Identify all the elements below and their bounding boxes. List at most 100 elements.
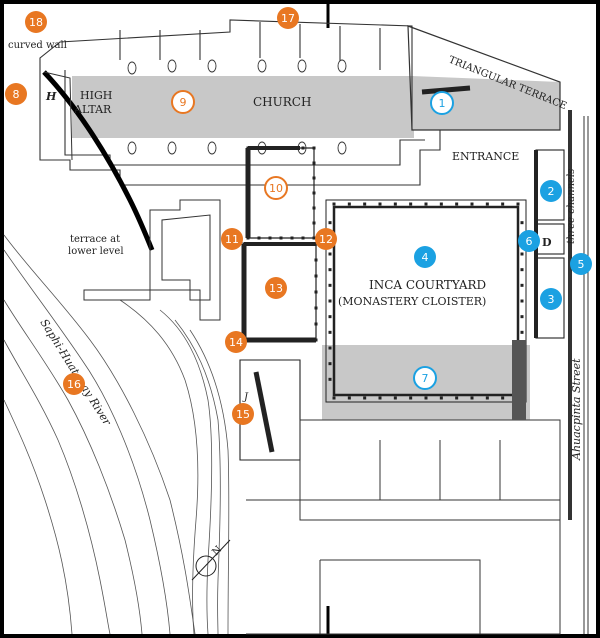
courtyard-column xyxy=(328,315,332,319)
marker-10: 10 xyxy=(264,176,288,200)
courtyard-column xyxy=(314,258,318,262)
courtyard-label: INCA COURTYARD xyxy=(369,278,486,292)
marker-7: 7 xyxy=(413,366,437,390)
apse-outline xyxy=(43,71,73,161)
courtyard-column xyxy=(328,346,332,350)
courtyard-column xyxy=(312,221,316,225)
marker-number: 17 xyxy=(281,12,295,25)
courtyard-column xyxy=(485,396,489,400)
courtyard-column xyxy=(254,338,258,342)
courtyard-column xyxy=(266,338,270,342)
marker-circle xyxy=(518,230,540,252)
courtyard-column xyxy=(246,206,250,210)
cloister-label: (MONASTERY CLOISTER) xyxy=(338,295,486,308)
marker-circle xyxy=(430,91,454,115)
courtyard-column xyxy=(328,299,332,303)
courtyard-column xyxy=(290,242,294,246)
marker-3: 3 xyxy=(540,288,562,310)
courtyard-column xyxy=(290,338,294,342)
marker-8: 8 xyxy=(5,83,27,105)
courtyard-column xyxy=(257,236,261,240)
marker-17: 17 xyxy=(277,7,299,29)
marker-circle xyxy=(315,228,337,250)
high-altar-label-2: ALTAR xyxy=(73,103,112,116)
north-compass xyxy=(191,539,231,581)
courtyard-column xyxy=(302,338,306,342)
marker-circle xyxy=(414,246,436,268)
courtyard-column xyxy=(246,146,250,150)
courtyard-column xyxy=(363,202,367,206)
courtyard-column xyxy=(314,322,318,326)
street-lines xyxy=(568,110,589,634)
courtyard-column xyxy=(485,202,489,206)
marker-number: 5 xyxy=(578,258,585,271)
courtyard-column xyxy=(520,221,524,225)
courtyard-column xyxy=(254,242,258,246)
courtyard-column xyxy=(363,396,367,400)
marker-circle xyxy=(265,277,287,299)
courtyard-column xyxy=(328,221,332,225)
marker-number: 2 xyxy=(548,185,555,198)
marker-circle xyxy=(225,331,247,353)
marker-9: 9 xyxy=(171,90,195,114)
marker-number: 12 xyxy=(319,233,333,246)
marker-circle xyxy=(63,373,85,395)
courtyard-column xyxy=(520,268,524,272)
high-altar-label-1: HIGH xyxy=(80,89,112,102)
courtyard-column xyxy=(501,202,505,206)
terrace-lower-label-2: lower level xyxy=(68,246,124,257)
marker-15: 15 xyxy=(232,403,254,425)
courtyard-column xyxy=(278,338,282,342)
courtyard-column xyxy=(328,377,332,381)
street-label: Ahuacpinta Street xyxy=(570,358,583,461)
marker-number: 1 xyxy=(439,97,446,110)
courtyard-column xyxy=(268,146,272,150)
courtyard-column xyxy=(393,202,397,206)
terrace-lower-label-1: terrace at xyxy=(70,234,120,245)
marker-number: 14 xyxy=(229,336,243,349)
courtyard-column xyxy=(242,306,246,310)
courtyard-column xyxy=(470,396,474,400)
courtyard-column xyxy=(455,396,459,400)
courtyard-column xyxy=(314,338,318,342)
courtyard-column xyxy=(279,236,283,240)
marker-circle xyxy=(540,288,562,310)
courtyard-column xyxy=(312,191,316,195)
marker-number: 13 xyxy=(269,282,283,295)
courtyard-column xyxy=(268,236,272,240)
marker-1: 1 xyxy=(430,91,454,115)
marker-2: 2 xyxy=(540,180,562,202)
marker-11: 11 xyxy=(221,228,243,250)
courtyard-column xyxy=(246,221,250,225)
entrance-label: ENTRANCE xyxy=(452,150,519,163)
courtyard-column xyxy=(347,396,351,400)
courtyard-column xyxy=(242,274,246,278)
courtyard-column xyxy=(328,268,332,272)
terrace-wall xyxy=(421,85,471,95)
marker-number: 3 xyxy=(548,293,555,306)
courtyard-column xyxy=(290,146,294,150)
marker-12: 12 xyxy=(315,228,337,250)
courtyard-column xyxy=(501,396,505,400)
courtyard-column xyxy=(378,396,382,400)
west-wing-outline xyxy=(83,199,221,321)
marker-circle xyxy=(232,403,254,425)
marker-number: 15 xyxy=(236,408,250,421)
j-label: J xyxy=(242,392,249,403)
marker-number: 4 xyxy=(422,251,429,264)
courtyard-column xyxy=(242,258,246,262)
courtyard-column xyxy=(242,242,246,246)
courtyard-column xyxy=(409,202,413,206)
marker-number: 9 xyxy=(180,96,187,109)
marker-circle xyxy=(264,176,288,200)
three-channels-label: three channels xyxy=(566,169,577,244)
courtyard-column xyxy=(409,396,413,400)
courtyard-column xyxy=(242,322,246,326)
marker-13: 13 xyxy=(265,277,287,299)
courtyard-column xyxy=(312,236,316,240)
courtyard-column xyxy=(257,146,261,150)
courtyard-column xyxy=(312,176,316,180)
